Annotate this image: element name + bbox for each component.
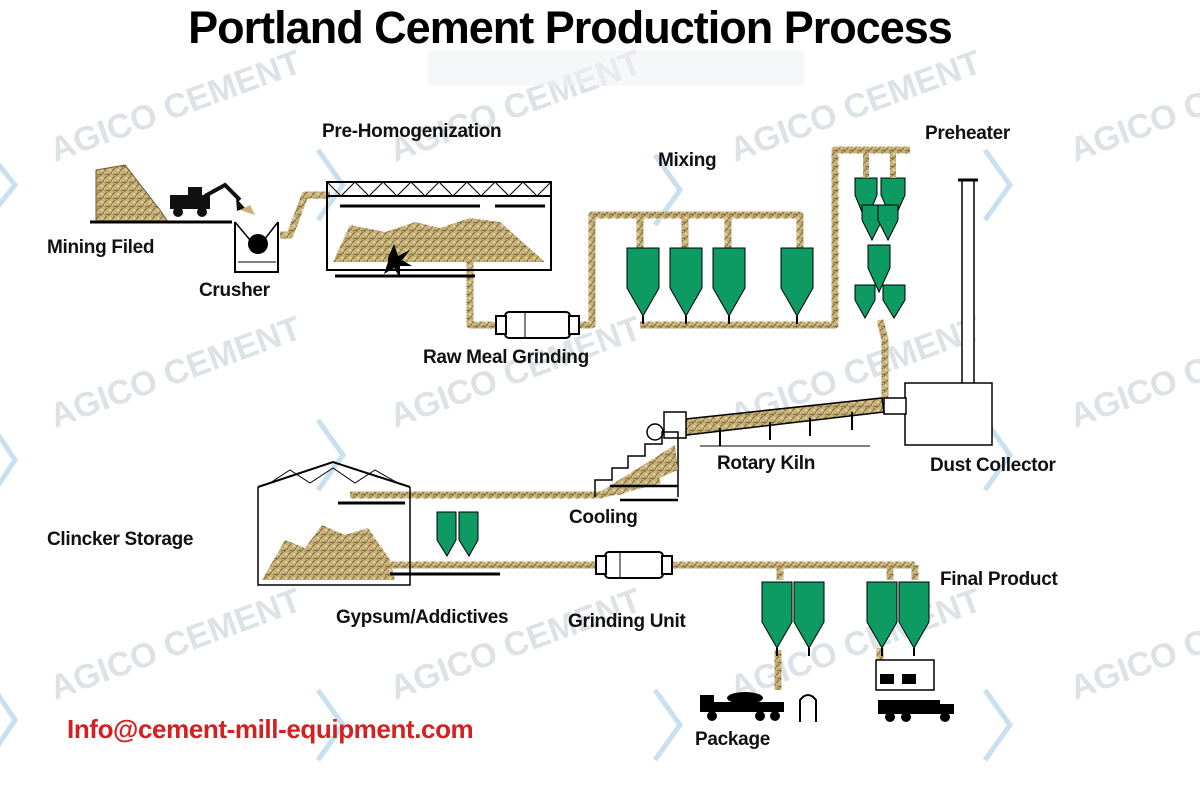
label-highlight xyxy=(428,50,804,86)
label-crusher: Crusher xyxy=(199,280,270,302)
watermark-logo-icon xyxy=(985,690,1010,760)
label-final-product: Final Product xyxy=(940,569,1058,591)
watermark-text: AGICO CEMENT xyxy=(45,43,307,169)
contact-email[interactable]: Info@cement-mill-equipment.com xyxy=(67,714,473,745)
bulk-tanker-truck-icon xyxy=(700,692,784,721)
prehomo-shed xyxy=(327,182,551,278)
label-clinker-storage: Clincker Storage xyxy=(47,529,193,551)
silo xyxy=(762,582,792,648)
preheater-tower xyxy=(855,150,905,318)
label-package: Package xyxy=(695,729,770,751)
label-dust-collector: Dust Collector xyxy=(930,455,1056,477)
crusher-unit xyxy=(235,205,278,272)
silo xyxy=(781,248,813,316)
watermark-logo-icon xyxy=(985,150,1010,220)
dust-collector-unit xyxy=(884,180,992,445)
silo xyxy=(670,248,702,316)
clinker-cooler xyxy=(595,432,678,500)
mixing-silos xyxy=(627,248,813,324)
watermark-text: AGICO CEMENT xyxy=(1065,43,1200,169)
excavator-icon xyxy=(170,185,245,217)
bag-loader-icon xyxy=(800,695,816,722)
raw-meal-mill xyxy=(496,312,579,338)
mining-field xyxy=(90,165,245,222)
watermark-logo-icon xyxy=(655,690,680,760)
watermark-texts: AGICO CEMENT AGICO CEMENT AGICO CEMENT A… xyxy=(45,43,1200,707)
mixing-feed-lines xyxy=(640,215,728,250)
label-mixing: Mixing xyxy=(658,150,716,172)
watermark-logo-icon xyxy=(318,420,343,490)
chimney xyxy=(962,180,974,385)
silo xyxy=(627,248,659,316)
watermark-text: AGICO CEMENT xyxy=(1065,309,1200,435)
cement-grinding-mill xyxy=(596,552,672,578)
label-gypsum: Gypsum/Addictives xyxy=(336,607,508,629)
watermark-text: AGICO CEMENT xyxy=(385,581,647,707)
label-preheater: Preheater xyxy=(925,123,1010,145)
label-mining: Mining Filed xyxy=(47,237,154,259)
label-cooling: Cooling xyxy=(569,507,638,529)
label-raw-meal: Raw Meal Grinding xyxy=(423,347,589,369)
gypsum-silos xyxy=(437,512,478,556)
label-rotary-kiln: Rotary Kiln xyxy=(717,453,815,475)
crusher-rotor-icon xyxy=(248,234,268,254)
watermark-text: AGICO CEMENT xyxy=(45,581,307,707)
page-title: Portland Cement Production Process xyxy=(0,2,1140,54)
label-grinding-unit: Grinding Unit xyxy=(568,611,685,633)
kiln-burner-icon xyxy=(647,424,663,440)
label-prehomo: Pre-Homogenization xyxy=(322,121,501,143)
watermark-text: AGICO CEMENT xyxy=(1065,581,1200,707)
bag-truck-icon xyxy=(878,700,954,722)
watermark-text: AGICO CEMENT xyxy=(45,309,307,435)
silo xyxy=(713,248,745,316)
